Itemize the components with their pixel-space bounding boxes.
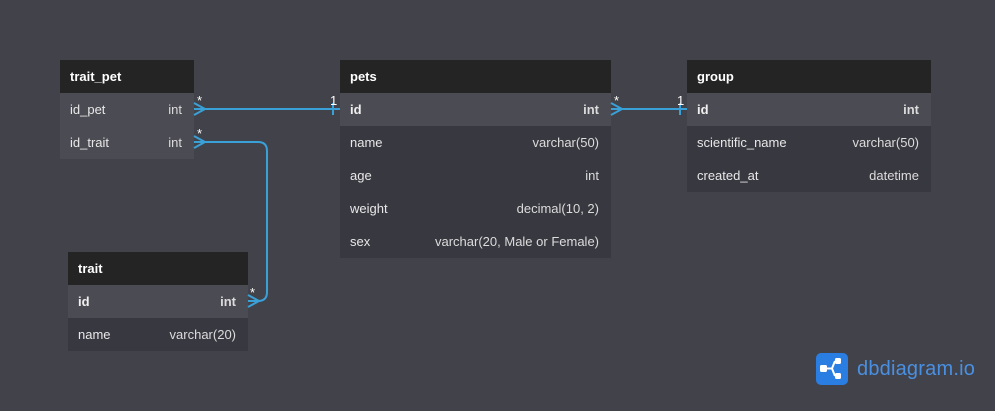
field-name: id_trait: [70, 135, 110, 150]
table-title[interactable]: group: [687, 60, 931, 93]
logo-icon: [816, 353, 848, 385]
field-name: id: [78, 294, 90, 309]
cardinality-label: 1: [677, 93, 685, 108]
field-type: int: [168, 135, 182, 150]
field-type: varchar(50): [532, 135, 599, 150]
field-type: int: [903, 102, 919, 117]
relation-pet-link[interactable]: [193, 102, 340, 116]
relation-group-link[interactable]: [610, 102, 687, 116]
table-row[interactable]: weight decimal(10, 2): [340, 192, 611, 225]
table-row[interactable]: sex varchar(20, Male or Female): [340, 225, 611, 258]
table-row[interactable]: id_trait int: [60, 126, 194, 159]
logo-brand: dbdiagram: [857, 357, 954, 380]
table-trait[interactable]: trait id int name varchar(20): [68, 252, 248, 351]
field-name: scientific_name: [697, 135, 787, 150]
dbdiagram-logo[interactable]: dbdiagram.io: [816, 353, 975, 385]
table-title[interactable]: pets: [340, 60, 611, 93]
logo-suffix: .io: [953, 357, 976, 380]
table-row[interactable]: id int: [340, 93, 611, 126]
table-row[interactable]: created_at datetime: [687, 159, 931, 192]
table-pets[interactable]: pets id int name varchar(50) age int wei…: [340, 60, 611, 258]
field-type: decimal(10, 2): [516, 201, 599, 216]
cardinality-label: *: [614, 93, 620, 108]
field-name: id: [697, 102, 709, 117]
field-type: datetime: [869, 168, 919, 183]
field-name: id_pet: [70, 102, 106, 117]
table-group[interactable]: group id int scientific_name varchar(50)…: [687, 60, 931, 192]
field-name: name: [78, 327, 111, 342]
field-type: varchar(20, Male or Female): [435, 234, 599, 249]
table-title[interactable]: trait: [68, 252, 248, 285]
field-type: int: [220, 294, 236, 309]
field-name: weight: [350, 201, 388, 216]
table-row[interactable]: scientific_name varchar(50): [687, 126, 931, 159]
logo-text: dbdiagram.io: [857, 358, 975, 381]
table-row[interactable]: id int: [68, 285, 248, 318]
table-title[interactable]: trait_pet: [60, 60, 194, 93]
cardinality-label: 1: [330, 93, 338, 108]
table-row[interactable]: name varchar(20): [68, 318, 248, 351]
field-name: name: [350, 135, 383, 150]
field-name: created_at: [697, 168, 759, 183]
table-row[interactable]: age int: [340, 159, 611, 192]
field-name: id: [350, 102, 362, 117]
field-name: sex: [350, 234, 371, 249]
table-row[interactable]: name varchar(50): [340, 126, 611, 159]
cardinality-label: *: [197, 93, 203, 108]
table-row[interactable]: id_pet int: [60, 93, 194, 126]
field-type: varchar(50): [852, 135, 919, 150]
table-trait-pet[interactable]: trait_pet id_pet int id_trait int: [60, 60, 194, 159]
field-type: int: [583, 102, 599, 117]
field-type: int: [585, 168, 599, 183]
field-type: varchar(20): [169, 327, 236, 342]
cardinality-label: *: [250, 285, 256, 300]
field-type: int: [168, 102, 182, 117]
table-row[interactable]: id int: [687, 93, 931, 126]
field-name: age: [350, 168, 372, 183]
cardinality-label: *: [197, 126, 203, 141]
